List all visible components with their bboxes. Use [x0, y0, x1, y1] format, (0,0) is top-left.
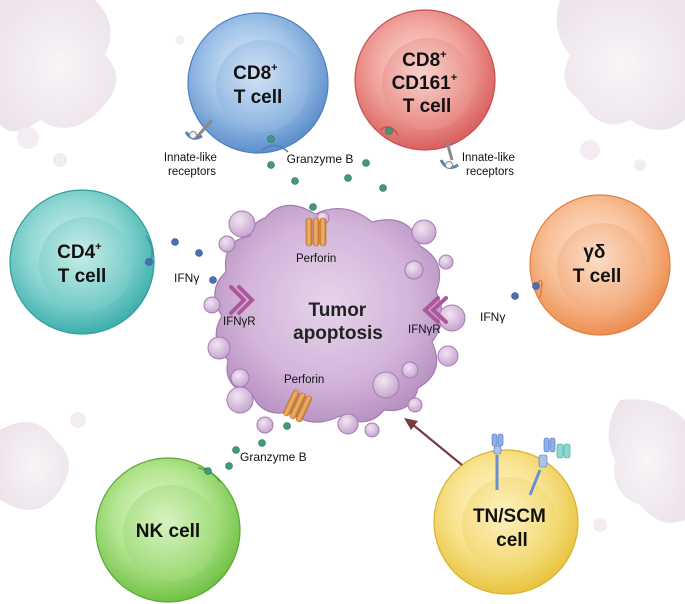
- ifngr-left-icon: [229, 285, 255, 315]
- svg-text:CD8+ CD161+ T cell: CD8+ CD161+ T cell: [392, 42, 463, 117]
- ifngr-right-label: IFNγR: [408, 324, 441, 336]
- perforin-top-icon: [305, 217, 327, 247]
- granzyme-bottom-granules: [204, 422, 291, 475]
- svg-text:Tumor apoptosis: Tumor apoptosis: [293, 300, 383, 344]
- ifng-left-label: IFNγ: [174, 271, 199, 285]
- tnscm-line2: cell: [496, 530, 528, 551]
- svg-text:Innate-like receptors: Innate-like receptors: [164, 152, 220, 178]
- innate-left-line2: receptors: [168, 166, 216, 178]
- svg-text:CD8+ T cell: CD8+ T cell: [233, 55, 283, 108]
- car-receptor-left-icon: [491, 433, 504, 490]
- tumor-cell: Tumor apoptosis: [203, 204, 466, 438]
- svg-text:CD4+ T cell: CD4+ T cell: [57, 234, 107, 287]
- svg-text:Innate-like receptors: Innate-like receptors: [462, 152, 518, 178]
- innate-right-line1: Innate-like: [462, 152, 515, 164]
- perforin-top-label: Perforin: [296, 253, 336, 265]
- tnscm-line1: TN/SCM: [473, 506, 546, 527]
- cd4-line1: CD4: [57, 242, 95, 263]
- granzyme-top-granules: [267, 127, 393, 211]
- cd8-t-cell: CD8+ T cell: [187, 12, 329, 154]
- innate-receptor-right-icon: [439, 141, 459, 170]
- perforin-bottom-icon: [283, 389, 312, 423]
- arrow-tnscm-to-tumor: [404, 418, 463, 466]
- gd-t-cell: γδ T cell: [529, 194, 671, 336]
- ifng-right-label: IFNγ: [480, 310, 505, 324]
- tnscm-cell: TN/SCM cell: [433, 449, 579, 595]
- cd8cd161-line3: T cell: [403, 96, 452, 117]
- nk-cell: NK cell: [95, 457, 241, 603]
- cd8cd161-line1: CD8: [402, 50, 440, 71]
- granzyme-bottom-label: Granzyme B: [240, 450, 307, 464]
- cd8cd161-line2: CD161: [392, 73, 452, 94]
- car-receptor-right-icon: [528, 437, 571, 496]
- innate-receptor-left-icon: [184, 119, 214, 140]
- gd-line1: γδ: [583, 242, 605, 263]
- gd-line2: T cell: [573, 266, 622, 287]
- cd8-label-line2: T cell: [234, 87, 283, 108]
- tumor-line1: Tumor: [309, 300, 367, 321]
- background-cells: [0, 0, 685, 532]
- nk-label: NK cell: [136, 521, 200, 542]
- ifngr-right-icon: [422, 296, 448, 324]
- ifngr-left-label: IFNγR: [223, 316, 256, 328]
- svg-text:γδ T cell: γδ T cell: [573, 242, 622, 287]
- perforin-bottom-label: Perforin: [284, 374, 324, 386]
- cd8-sup: +: [271, 62, 277, 74]
- innate-right-line2: receptors: [466, 166, 514, 178]
- innate-left-line1: Innate-like: [164, 152, 217, 164]
- cd8-label-line1: CD8: [233, 63, 271, 84]
- cd4-t-cell: CD4+ T cell: [9, 189, 155, 335]
- cd8-cd161-t-cell: CD8+ CD161+ T cell: [354, 9, 496, 151]
- cd4-line2: T cell: [58, 266, 107, 287]
- granzyme-top-label: Granzyme B: [287, 152, 354, 166]
- svg-text:TN/SCM cell: TN/SCM cell: [473, 506, 551, 551]
- tumor-line2: apoptosis: [293, 323, 383, 344]
